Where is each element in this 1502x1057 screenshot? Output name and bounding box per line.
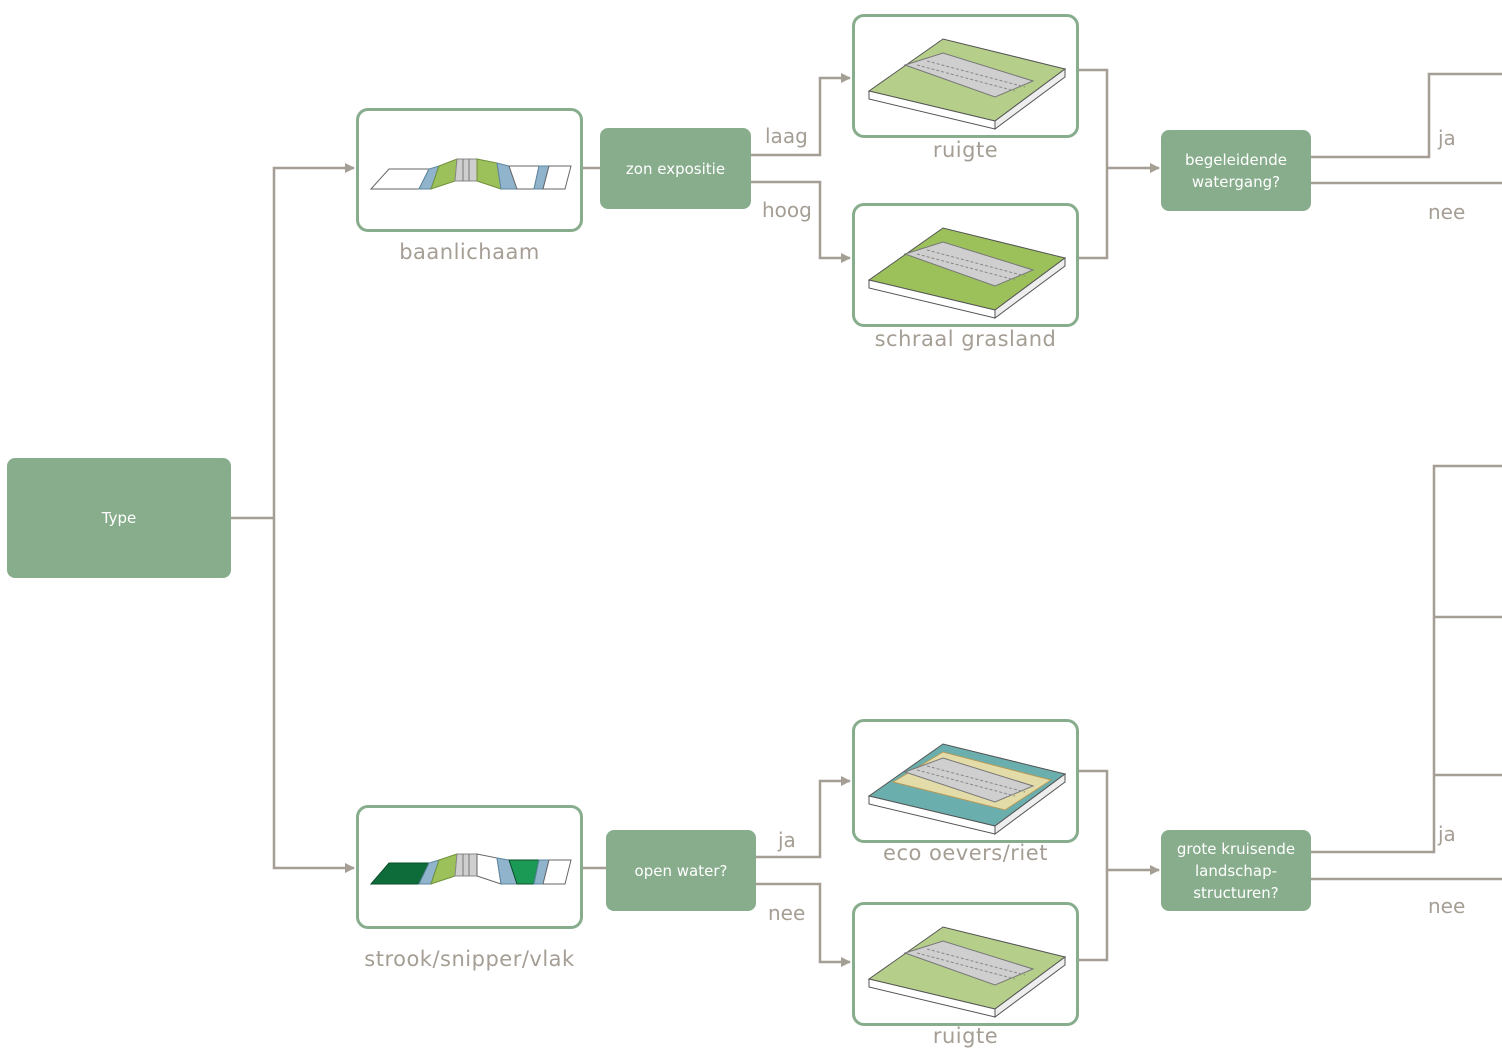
edge-label-laag: laag xyxy=(765,124,808,148)
ruigte-top-caption: ruigte xyxy=(932,138,999,162)
open-water-node[interactable]: open water? xyxy=(606,830,756,911)
baanlichaam-caption: baanlichaam xyxy=(399,240,540,264)
edge-label-nee-top: nee xyxy=(1428,200,1466,224)
edge-eco-merge xyxy=(1079,769,1109,962)
ruigte-top-card[interactable] xyxy=(852,14,1079,138)
schraal-grasland-caption: schraal grasland xyxy=(874,327,1057,351)
ruigte-bottom-illustration xyxy=(867,926,1067,1018)
edge-type-to-strook xyxy=(272,518,355,873)
schraal-grasland-illustration xyxy=(867,227,1067,319)
ruigte-bottom-card[interactable] xyxy=(852,902,1079,1026)
ruigte-top-illustration xyxy=(867,38,1067,130)
edge-label-ja-top: ja xyxy=(1438,126,1456,150)
baanlichaam-illustration xyxy=(369,158,572,190)
strook-caption: strook/snipper/vlak xyxy=(364,947,575,971)
strook-illustration xyxy=(369,853,572,885)
edge-laag xyxy=(751,73,851,157)
edge-ruigte-top-merge xyxy=(1079,68,1109,260)
edge-type-to-baanlichaam xyxy=(272,163,355,518)
edge-label-ja-open: ja xyxy=(778,828,796,852)
eco-oevers-card[interactable] xyxy=(852,719,1079,843)
edge-hoog xyxy=(751,180,851,263)
strook-card[interactable] xyxy=(356,805,583,929)
baanlichaam-card[interactable] xyxy=(356,108,583,232)
grote-kruisende-node[interactable]: grote kruisende landschap- structuren? xyxy=(1161,830,1311,911)
eco-oevers-caption: eco oevers/riet xyxy=(883,841,1048,865)
ruigte-bottom-caption: ruigte xyxy=(932,1024,999,1048)
edge-open-nee xyxy=(755,882,851,967)
begeleidende-watergang-node[interactable]: begeleidende watergang? xyxy=(1161,130,1311,211)
edge-label-nee-bottom: nee xyxy=(1428,894,1466,918)
zon-expositie-node[interactable]: zon expositie xyxy=(600,128,751,209)
edge-label-hoog: hoog xyxy=(762,198,812,222)
edge-begeleidende-ja xyxy=(1311,72,1502,159)
edge-label-nee-open: nee xyxy=(768,901,806,925)
edge-label-ja-bottom: ja xyxy=(1438,822,1456,846)
schraal-grasland-card[interactable] xyxy=(852,203,1079,327)
edge-open-ja xyxy=(755,776,851,859)
type-node[interactable]: Type xyxy=(7,458,231,578)
edge-grote-ja xyxy=(1311,464,1502,854)
eco-oevers-illustration xyxy=(867,743,1067,835)
